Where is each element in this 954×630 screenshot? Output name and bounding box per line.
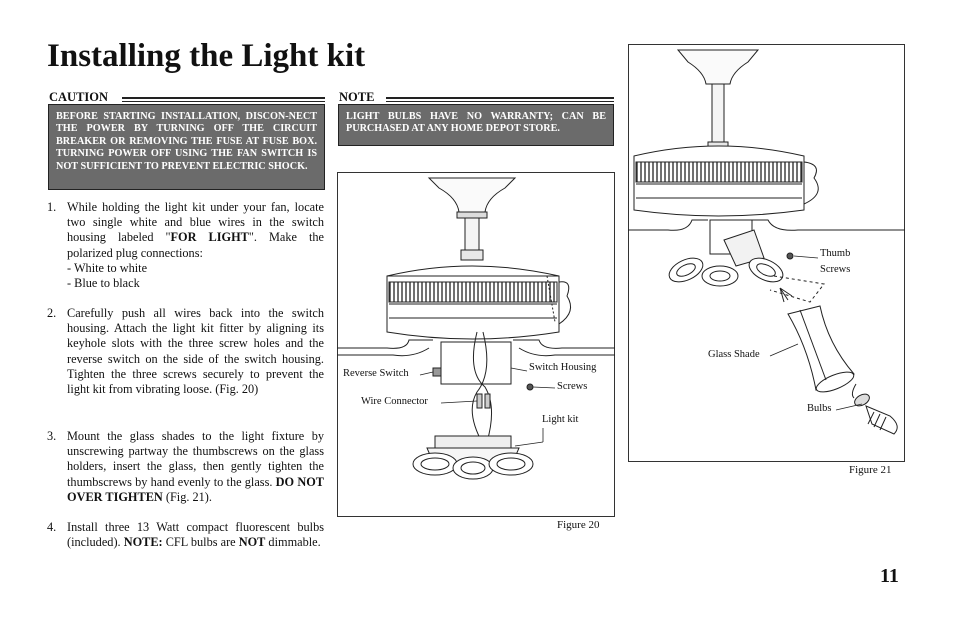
note-label: NOTE	[339, 90, 375, 104]
figure-21-illustration	[628, 49, 905, 435]
sub-item: - Blue to black	[67, 276, 140, 291]
caution-rule	[122, 97, 325, 102]
label-glass-shade: Glass Shade	[708, 349, 760, 360]
note-rule	[386, 97, 614, 102]
for-light-label: FOR LIGHT	[170, 230, 249, 245]
figure-21-frame	[628, 44, 905, 462]
step-number: 3.	[47, 429, 57, 443]
note-box: LIGHT BULBS HAVE NO WARRANTY; CAN BE PUR…	[338, 104, 614, 146]
step-number: 1.	[47, 200, 57, 214]
note-text: LIGHT BULBS HAVE NO WARRANTY; CAN BE PUR…	[346, 111, 606, 135]
sub-item: - White to white	[67, 260, 148, 275]
warning-text: DO NOT OVER TIGHTEN	[67, 474, 324, 504]
step-text: Install three 13 Watt compact fluorescen…	[67, 520, 324, 550]
caution-label: CAUTION	[49, 90, 109, 104]
figure-21-caption: Figure 21	[849, 464, 892, 476]
figure-20-frame	[337, 172, 615, 517]
caution-text: BEFORE STARTING INSTALLATION, DISCON-NEC…	[56, 111, 317, 172]
figure-20-illustration	[337, 177, 615, 480]
label-wire-connector: Wire Connector	[361, 396, 428, 407]
figure-20-caption: Figure 20	[557, 519, 600, 531]
label-screws: Screws	[557, 381, 588, 392]
step-number: 2.	[47, 306, 57, 320]
step-text: Carefully push all wires back into the s…	[67, 306, 324, 397]
page-title: Installing the Light kit	[47, 38, 366, 74]
label-switch-housing: Switch Housing	[529, 362, 597, 373]
caution-box: BEFORE STARTING INSTALLATION, DISCON-NEC…	[48, 104, 325, 190]
label-reverse-switch: Reverse Switch	[343, 368, 409, 379]
step-text: While holding the light kit under your f…	[67, 200, 325, 291]
step-text: Mount the glass shades to the light fixt…	[67, 429, 324, 504]
label-light-kit: Light kit	[542, 414, 579, 425]
label-bulbs: Bulbs	[807, 403, 832, 414]
page-number: 11	[880, 565, 899, 587]
label-thumb: Thumb	[820, 248, 851, 259]
step-number: 4.	[47, 520, 57, 534]
label-thumb-screws: Screws	[820, 264, 851, 275]
